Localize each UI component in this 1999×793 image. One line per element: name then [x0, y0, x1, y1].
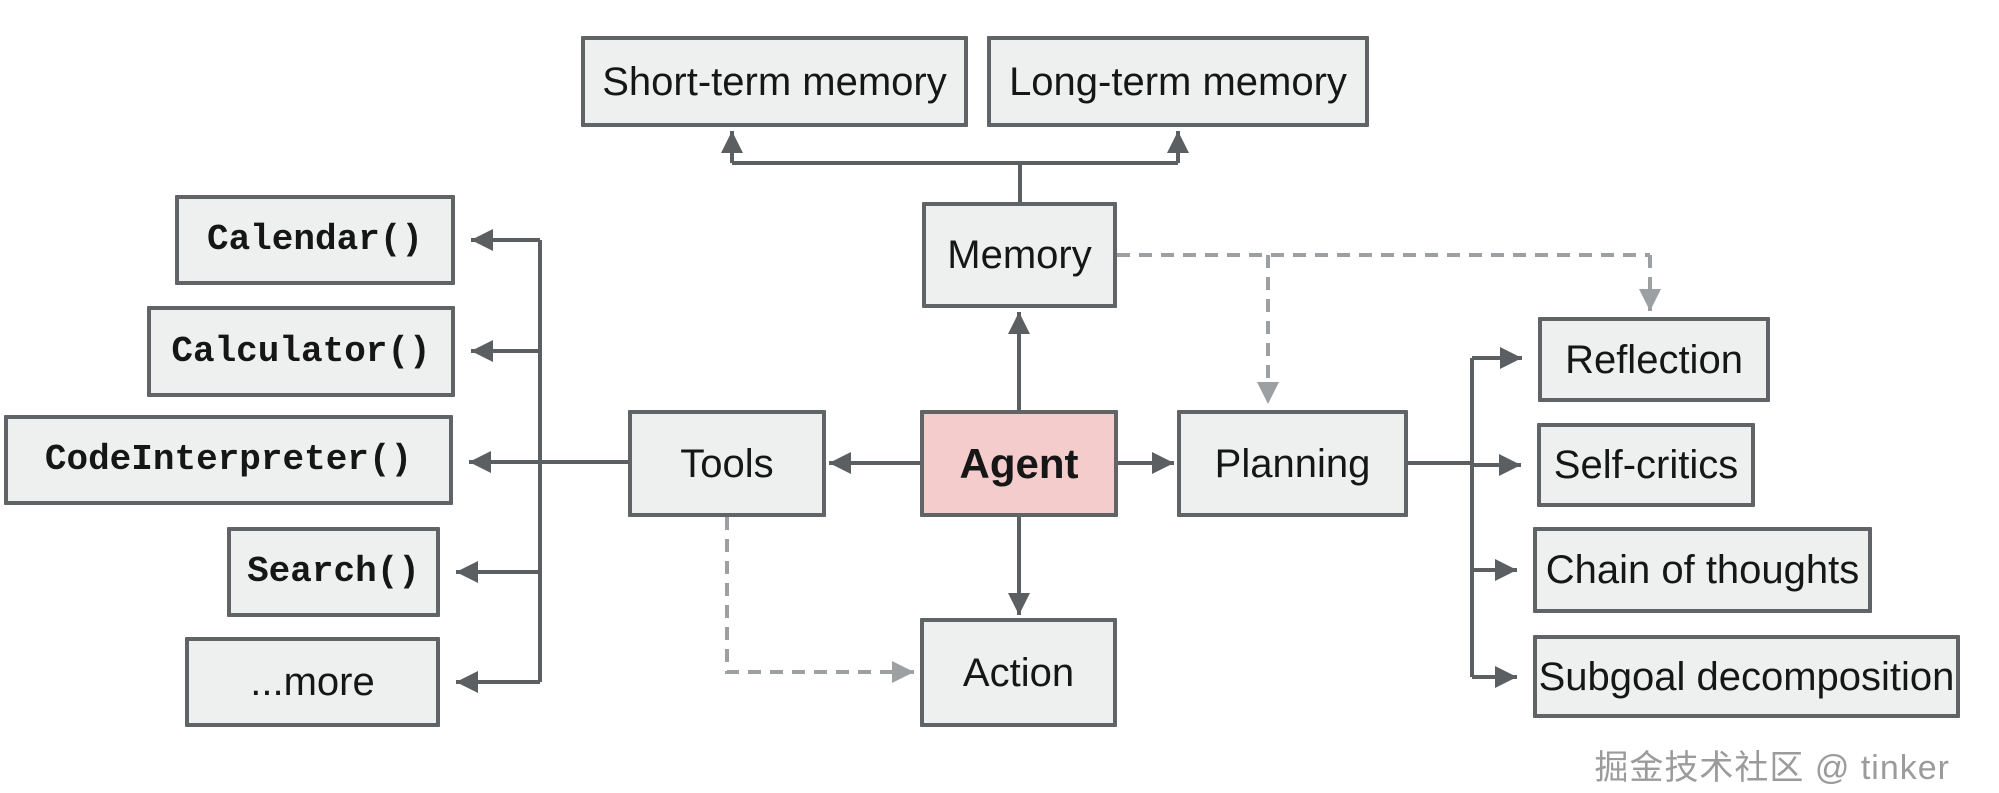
- dashed-arrow-tools-to-action: [725, 517, 914, 683]
- node-more-tools: ...more: [185, 637, 440, 727]
- node-long-term-memory: Long-term memory: [987, 36, 1369, 127]
- watermark: 掘金技术社区 @ tinker: [1594, 749, 1950, 787]
- node-code-interpreter-tool: CodeInterpreter(): [4, 415, 453, 505]
- node-tools: Tools: [628, 410, 826, 517]
- node-search-tool: Search(): [227, 527, 440, 617]
- node-agent: Agent: [920, 410, 1118, 517]
- node-planning: Planning: [1177, 410, 1408, 517]
- arrow-memory-to-short-term: [721, 131, 1189, 204]
- arrows-planning-to-strategies: [1408, 347, 1522, 688]
- node-subgoal-decomposition: Subgoal decomposition: [1533, 635, 1960, 718]
- node-short-term-memory: Short-term memory: [581, 36, 968, 127]
- node-self-critics: Self-critics: [1537, 423, 1755, 507]
- node-calculator-tool: Calculator(): [147, 306, 455, 397]
- node-action: Action: [920, 618, 1117, 727]
- dashed-arrow-memory-to-planning-reflection: [1117, 253, 1661, 404]
- node-chain-of-thoughts: Chain of thoughts: [1533, 527, 1872, 613]
- node-calendar-tool: Calendar(): [175, 195, 455, 285]
- node-reflection: Reflection: [1538, 317, 1770, 402]
- node-memory: Memory: [922, 202, 1117, 308]
- arrows-tools-to-tool-list: [456, 229, 628, 693]
